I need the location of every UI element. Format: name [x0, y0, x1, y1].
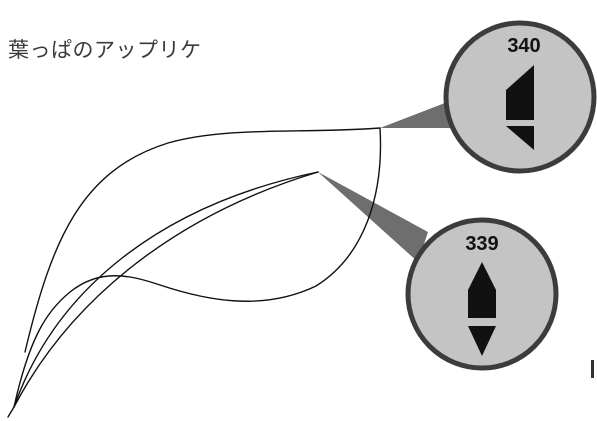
- full-diamond-stitch-icon: [468, 262, 496, 356]
- stitch-number-340: 340: [507, 35, 540, 57]
- page-title: 葉っぱのアップリケ: [8, 38, 202, 62]
- leaf-blade-outline: [13, 127, 382, 408]
- callout-pointer-339: [318, 172, 428, 262]
- page-edge-mark: [591, 360, 594, 378]
- leaf-midrib-upper: [13, 171, 319, 408]
- leaf-outline: [7, 127, 382, 418]
- leaf-midrib-lower: [13, 171, 319, 408]
- callout-340: 340: [443, 20, 597, 174]
- stitch-number-339: 339: [465, 233, 498, 255]
- half-diamond-top-stitch-icon: [506, 65, 534, 150]
- leaf-stem: [7, 406, 15, 418]
- callout-339: 339: [405, 217, 559, 371]
- callout-pointer-340: [380, 101, 462, 128]
